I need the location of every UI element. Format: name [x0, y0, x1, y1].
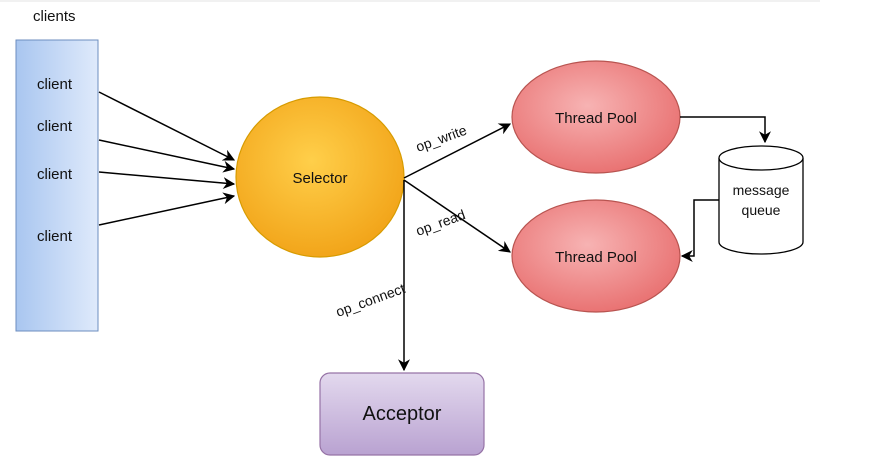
message-queue-node [718, 145, 804, 255]
acceptor-label: Acceptor [363, 403, 442, 425]
client-item: client [37, 166, 73, 183]
thread-pool-label: Thread Pool [555, 110, 637, 127]
clients-title: clients [33, 8, 76, 25]
acceptor-node [319, 372, 485, 456]
op-write-arrow [403, 123, 512, 179]
client-item: client [37, 76, 73, 93]
op-connect-label: op_connect [334, 280, 408, 320]
message-queue-label: queue [742, 202, 781, 218]
queue-to-pool-arrow [680, 199, 719, 262]
selector-node [235, 96, 405, 258]
thread-pool-label: Thread Pool [555, 249, 637, 266]
client-to-selector-arrow [98, 171, 236, 190]
message-queue-label: message [733, 182, 790, 198]
clients-panel [15, 39, 99, 332]
op-read-label: op_read [414, 206, 468, 239]
client-to-selector-arrow [98, 192, 236, 226]
client-item: client [37, 118, 73, 135]
client-to-selector-arrow [98, 91, 236, 161]
top-rule [0, 0, 820, 2]
client-item: client [37, 228, 73, 245]
client-to-selector-arrow [98, 139, 236, 173]
thread-pool-node [511, 199, 681, 313]
selector-label: Selector [292, 170, 347, 187]
pool-to-queue-arrow [680, 116, 771, 144]
op-read-arrow [403, 179, 511, 253]
